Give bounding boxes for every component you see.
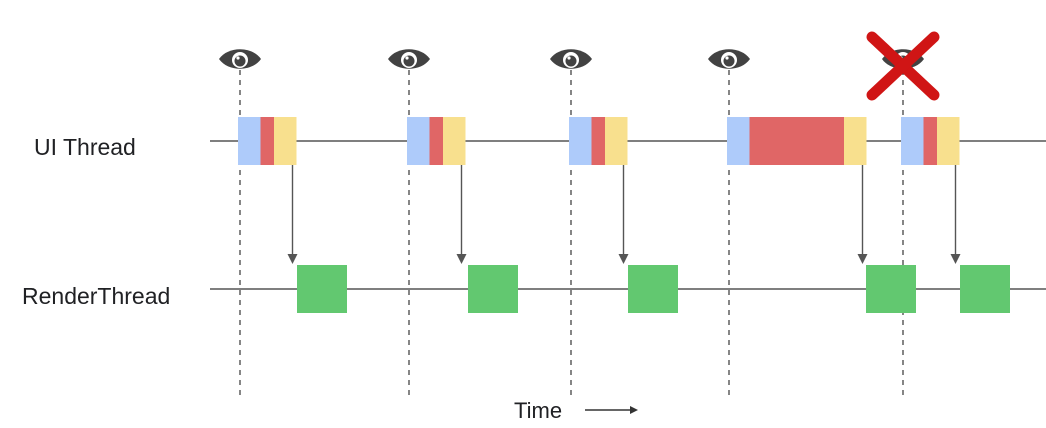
render-block: [468, 265, 518, 313]
ui-animation-segment: [749, 117, 844, 165]
time-arrow: [585, 406, 638, 414]
render-thread-label: RenderThread: [22, 283, 171, 309]
ui-animation-segment: [429, 117, 443, 165]
ui-input-segment: [569, 117, 592, 165]
time-axis-label: Time: [514, 398, 563, 423]
eye-icon: [708, 49, 750, 69]
ui-layout-segment: [844, 117, 867, 165]
eye-icon: [550, 49, 592, 69]
render-block: [297, 265, 347, 313]
ui-layout-segment: [274, 117, 297, 165]
ui-animation-segment: [591, 117, 605, 165]
eye-icon: [219, 49, 261, 69]
ui-layout-segment: [605, 117, 628, 165]
ui-layout-segment: [443, 117, 466, 165]
render-block: [628, 265, 678, 313]
eye-icon: [388, 49, 430, 69]
dropped-frame-cross-icon: [866, 31, 940, 101]
ui-input-segment: [727, 117, 750, 165]
render-block: [960, 265, 1010, 313]
ui-input-segment: [238, 117, 261, 165]
ui-layout-segment: [937, 117, 960, 165]
ui-input-segment: [901, 117, 924, 165]
ui-animation-segment: [260, 117, 274, 165]
ui-input-segment: [407, 117, 430, 165]
ui-animation-segment: [923, 117, 937, 165]
render-block: [866, 265, 916, 313]
ui-thread-label: UI Thread: [34, 134, 136, 160]
